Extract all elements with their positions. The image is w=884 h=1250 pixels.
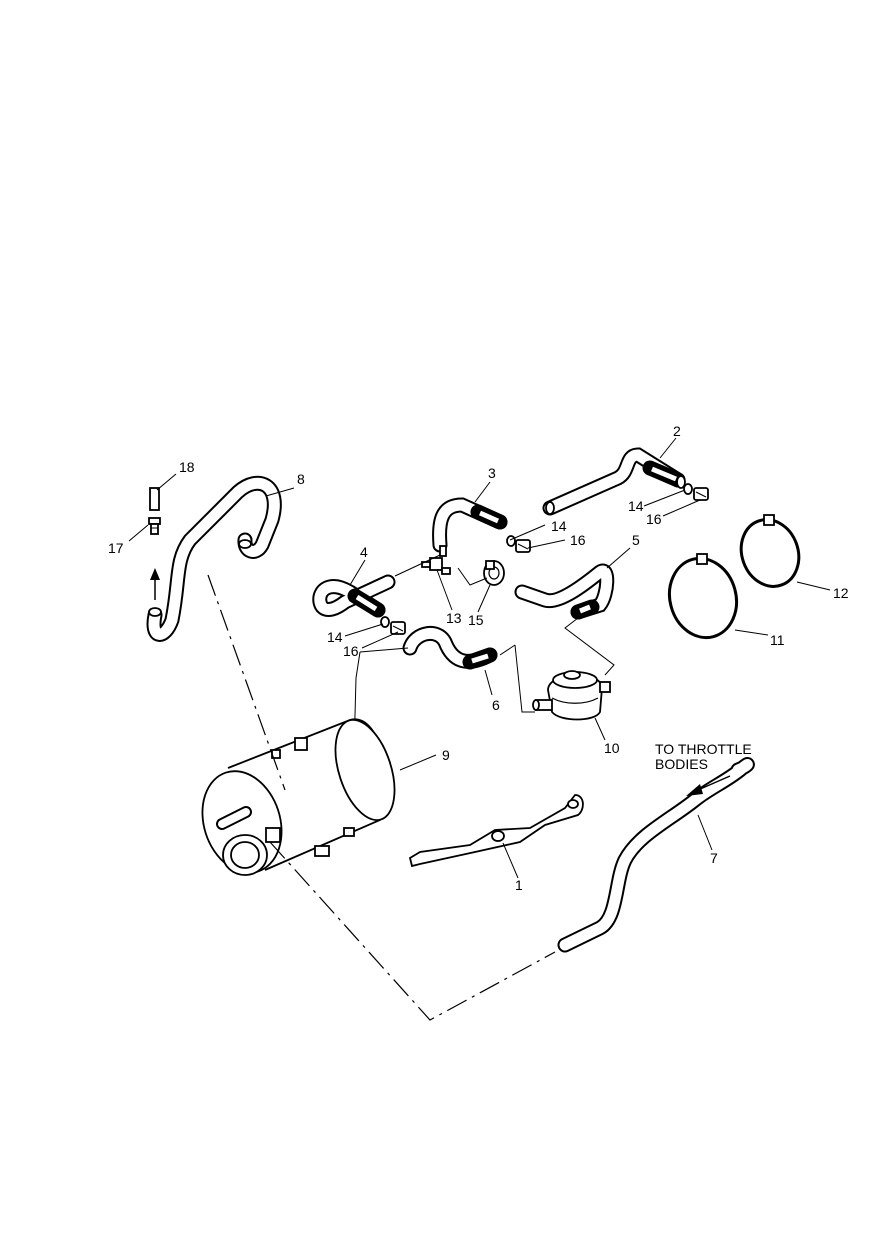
callout-12: 12 [833, 585, 849, 601]
part-12-hoop-clip [739, 514, 801, 588]
callout-14-left: 14 [327, 629, 343, 645]
callout-3: 3 [488, 465, 496, 481]
callout-9: 9 [442, 747, 450, 763]
annotation-line-2: BODIES [655, 756, 708, 772]
callout-17: 17 [108, 540, 124, 556]
annotation-line-1: TO THROTTLE [655, 741, 752, 757]
callout-16-upper: 16 [570, 532, 586, 548]
clamp-14-16-left [380, 616, 406, 635]
callout-10: 10 [604, 740, 620, 756]
part-17-fitting [148, 517, 161, 535]
part-9-canister [201, 718, 396, 876]
callout-1: 1 [515, 877, 523, 893]
callout-16-right: 16 [646, 511, 662, 527]
callout-4: 4 [360, 544, 368, 560]
callout-11: 11 [770, 632, 785, 648]
hose-3 [432, 497, 508, 553]
part-1-bracket [408, 794, 584, 868]
hose-8 [146, 475, 282, 642]
callout-labels: 2 3 4 5 6 7 8 9 10 11 12 1 13 14 16 14 1… [108, 423, 849, 893]
part-15-clip [483, 560, 505, 586]
hose-2 [542, 447, 686, 516]
part-13-t-piece [421, 545, 451, 575]
callout-8: 8 [297, 471, 305, 487]
callout-16-left: 16 [343, 643, 359, 659]
clamp-14-16-right [683, 483, 709, 501]
part-18-cap [149, 487, 160, 511]
callout-7: 7 [710, 850, 718, 866]
hose-7 [557, 757, 755, 953]
leader-lines [128, 437, 831, 879]
arrow-down-left-icon [686, 775, 731, 796]
callout-14-upper: 14 [551, 518, 567, 534]
hose-6 [402, 626, 498, 670]
callout-2: 2 [673, 423, 681, 439]
arrow-up-icon [150, 568, 160, 600]
callout-6: 6 [492, 697, 500, 713]
callout-5: 5 [632, 532, 640, 548]
callout-13: 13 [446, 610, 462, 626]
part-11-hoop-clip [667, 553, 739, 640]
routing-lines [207, 574, 556, 1021]
callout-18: 18 [179, 459, 195, 475]
callout-15: 15 [468, 612, 484, 628]
hose-5 [514, 563, 615, 620]
throttle-bodies-annotation: TO THROTTLE BODIES [655, 741, 752, 772]
hose-4 [312, 574, 396, 618]
part-10-purge-valve [532, 670, 611, 721]
clamp-14-16-upper [506, 535, 531, 553]
callout-14-right: 14 [628, 498, 644, 514]
